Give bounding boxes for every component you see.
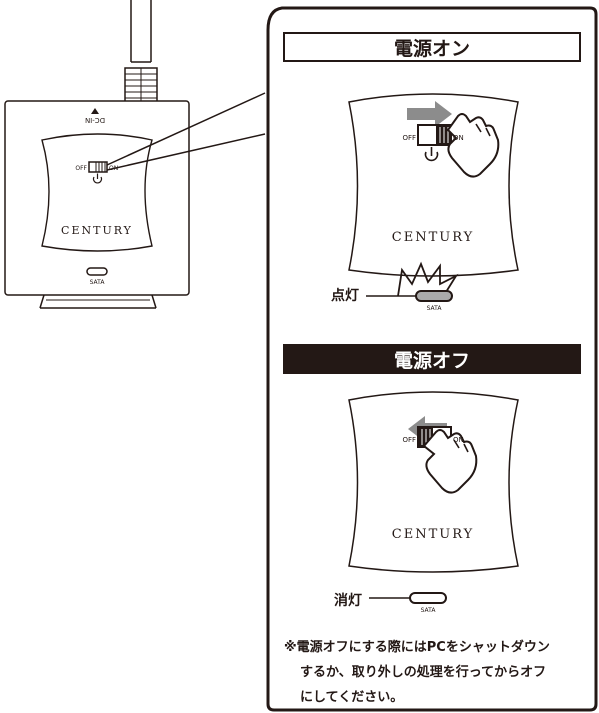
power-off-title: 電源オフ <box>283 344 581 374</box>
dcin-label: DC-IN <box>85 116 105 124</box>
note-line: ※電源オフにする際にはPCをシャットダウン <box>284 640 550 655</box>
sata-label: SATA <box>427 305 443 312</box>
device-bottom-connector <box>39 294 157 309</box>
callout-frame <box>266 6 598 712</box>
led-lit-label: 点灯 <box>331 288 359 304</box>
cable <box>130 0 152 62</box>
shutdown-note: ※電源オフにする際にはPCをシャットダウン するか、取り外しの処理を行ってからオ… <box>284 635 584 710</box>
power-on-title: 電源オン <box>283 32 581 62</box>
brand-label: CENTURY <box>392 230 474 245</box>
cable-connector <box>124 67 158 103</box>
brand-label: CENTURY <box>392 527 474 542</box>
sata-led-off <box>409 592 447 604</box>
power-switch[interactable] <box>88 161 108 173</box>
power-icon <box>424 147 439 162</box>
brand-label: CENTURY <box>61 224 133 237</box>
switch-off-label: OFF <box>75 165 87 172</box>
arrow-right-icon <box>407 101 452 127</box>
device-face <box>348 391 519 573</box>
power-switch[interactable] <box>417 124 452 146</box>
device-overview <box>4 0 266 309</box>
note-line: するか、取り外しの処理を行ってからオフ <box>300 665 547 680</box>
device-face <box>348 93 519 277</box>
power-icon <box>92 173 103 184</box>
device-face <box>41 133 153 252</box>
callout-line-bottom <box>106 133 266 171</box>
sata-label: SATA <box>421 607 437 614</box>
glow-icon <box>397 261 459 297</box>
switch-on-label: ON <box>109 165 118 172</box>
switch-off-label: OFF <box>402 134 416 142</box>
hand-icon <box>422 429 478 494</box>
power-off-device <box>348 391 519 604</box>
switch-on-label: ON <box>453 436 464 444</box>
power-on-device <box>348 93 519 302</box>
sata-label: SATA <box>90 279 106 286</box>
hand-icon <box>446 113 500 178</box>
sata-led <box>86 267 108 276</box>
callout-line-top <box>106 92 266 166</box>
note-line: にしてください。 <box>300 690 404 705</box>
switch-on-label: ON <box>453 134 464 142</box>
sata-led-lit <box>415 290 453 302</box>
device-body <box>4 100 190 296</box>
dcin-port-marker <box>91 108 99 114</box>
switch-off-label: OFF <box>402 436 416 444</box>
led-unlit-label: 消灯 <box>334 593 362 609</box>
